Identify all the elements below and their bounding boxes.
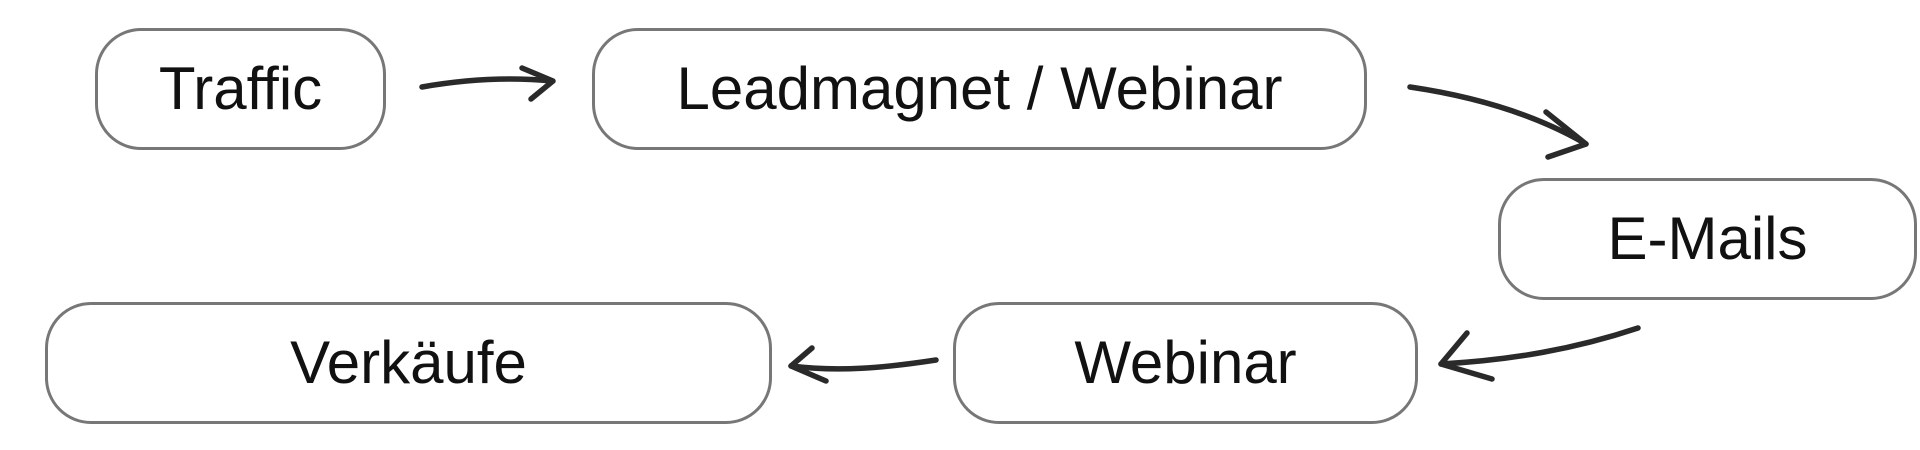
node-leadmagnet-webinar: Leadmagnet / Webinar [592, 28, 1367, 150]
node-label: E-Mails [1607, 205, 1808, 272]
node-label: Verkäufe [290, 329, 527, 396]
node-webinar: Webinar [953, 302, 1418, 424]
arrow-traffic-to-lead [419, 65, 556, 102]
node-traffic: Traffic [95, 28, 386, 150]
arrow-lead-to-emails [1407, 84, 1589, 160]
node-emails: E-Mails [1498, 178, 1917, 300]
arrow-webinar-to-verkaeufe [788, 345, 939, 384]
node-label: Webinar [1074, 329, 1297, 396]
arrow-emails-to-webinar [1438, 325, 1641, 382]
node-verkaeufe: Verkäufe [45, 302, 772, 424]
node-label: Traffic [158, 55, 323, 122]
node-label: Leadmagnet / Webinar [676, 55, 1283, 122]
